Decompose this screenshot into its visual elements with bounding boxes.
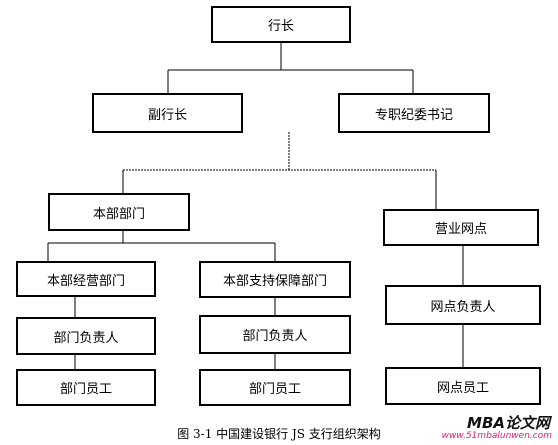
ops-staff-label: 部门员工 [59,382,112,397]
support-dept-head-box: 部门负责人 [199,315,351,354]
support-dept-label: 本部支持保障部门 [222,274,327,289]
ops-dept-head-box: 部门负责人 [16,317,156,355]
head-office-label: 本部部门 [92,206,145,222]
support-dept-box: 本部支持保障部门 [199,261,351,298]
operations-dept-box: 本部经营部门 [16,261,156,297]
branch-outlets-label: 营业网点 [434,222,487,237]
outlet-head-box: 网点负责人 [385,285,541,325]
operations-dept-label: 本部经营部门 [46,273,125,289]
head-office-box: 本部部门 [48,193,190,231]
outlet-staff-box: 网点员工 [385,367,541,405]
branch-outlets-box: 营业网点 [383,209,539,246]
support-dept-head-label: 部门负责人 [242,329,308,344]
ops-dept-head-label: 部门负责人 [53,330,119,346]
vice-president-box: 副行长 [92,93,243,133]
president-box: 行长 [211,6,351,43]
vice-president-label: 副行长 [147,107,187,123]
outlet-head-label: 网点负责人 [430,299,496,315]
discipline-secretary-label: 专职纪委书记 [374,107,453,123]
ops-staff-box: 部门员工 [16,369,156,406]
outlet-staff-label: 网点员工 [436,380,489,396]
support-staff-label: 部门员工 [248,382,301,397]
support-staff-box: 部门员工 [199,369,351,406]
watermark-brand: MBA论文网 [467,414,550,432]
figure-caption: 图 3-1 中国建设银行 JS 支行组织架构 [177,427,381,441]
president-label: 行长 [267,19,294,34]
watermark-url: www.51mbalunwen.com [441,431,552,441]
discipline-secretary-box: 专职纪委书记 [338,93,490,133]
